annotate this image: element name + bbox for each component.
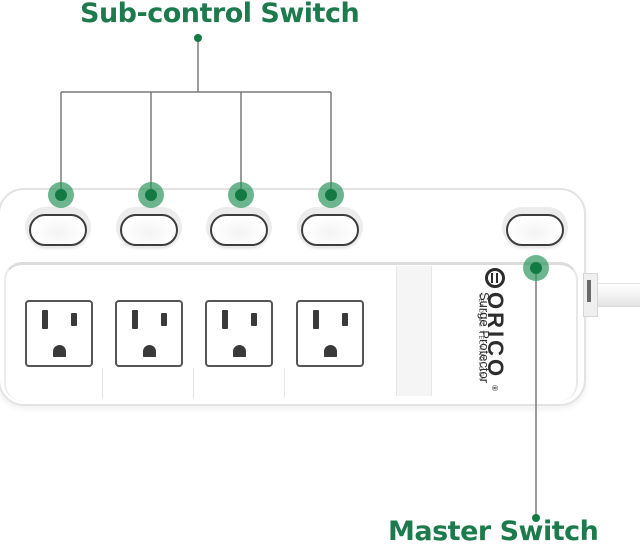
sub-control-hotspot-3[interactable] (228, 182, 254, 208)
power-cord (590, 283, 640, 307)
outlet-separator (284, 368, 285, 398)
master-hotspot[interactable] (523, 255, 549, 281)
sub-control-switch-4[interactable] (301, 214, 359, 246)
master-switch-label: Master Switch (388, 516, 599, 547)
sub-control-hotspot-1[interactable] (48, 182, 74, 208)
neutral-slot-icon (132, 310, 138, 329)
neutral-slot-icon (313, 310, 319, 329)
outlet-4 (296, 300, 364, 367)
ground-hole-icon (53, 345, 66, 357)
outlet-2 (115, 300, 183, 367)
panel-divider (396, 266, 432, 396)
neutral-slot-icon (222, 310, 228, 329)
sub-control-switch-3[interactable] (210, 214, 268, 246)
hot-slot-icon (342, 313, 348, 326)
hotspot-core-icon (235, 189, 247, 201)
ground-hole-icon (143, 345, 156, 357)
cord-clip-icon (587, 280, 591, 302)
hot-slot-icon (161, 313, 167, 326)
sub-control-switch-2[interactable] (120, 214, 178, 246)
hot-slot-icon (251, 313, 257, 326)
sub-control-anchor-dot (194, 34, 202, 42)
neutral-slot-icon (42, 310, 48, 329)
outlet-1 (25, 300, 93, 367)
master-switch[interactable] (506, 214, 564, 246)
ground-hole-icon (233, 345, 246, 357)
hotspot-core-icon (325, 189, 337, 201)
master-anchor-dot (532, 514, 540, 522)
ground-hole-icon (324, 345, 337, 357)
sub-control-hotspot-4[interactable] (318, 182, 344, 208)
hot-slot-icon (71, 313, 77, 326)
outlet-3 (205, 300, 273, 367)
outlet-separator (102, 368, 103, 398)
hotspot-core-icon (145, 189, 157, 201)
hotspot-core-icon (55, 189, 67, 201)
sub-control-hotspot-2[interactable] (138, 182, 164, 208)
sub-control-switch-label: Sub-control Switch (80, 0, 360, 29)
hotspot-core-icon (530, 262, 542, 274)
outlet-separator (193, 368, 194, 398)
sub-control-switch-1[interactable] (29, 214, 87, 246)
outlet-panel (4, 262, 578, 401)
